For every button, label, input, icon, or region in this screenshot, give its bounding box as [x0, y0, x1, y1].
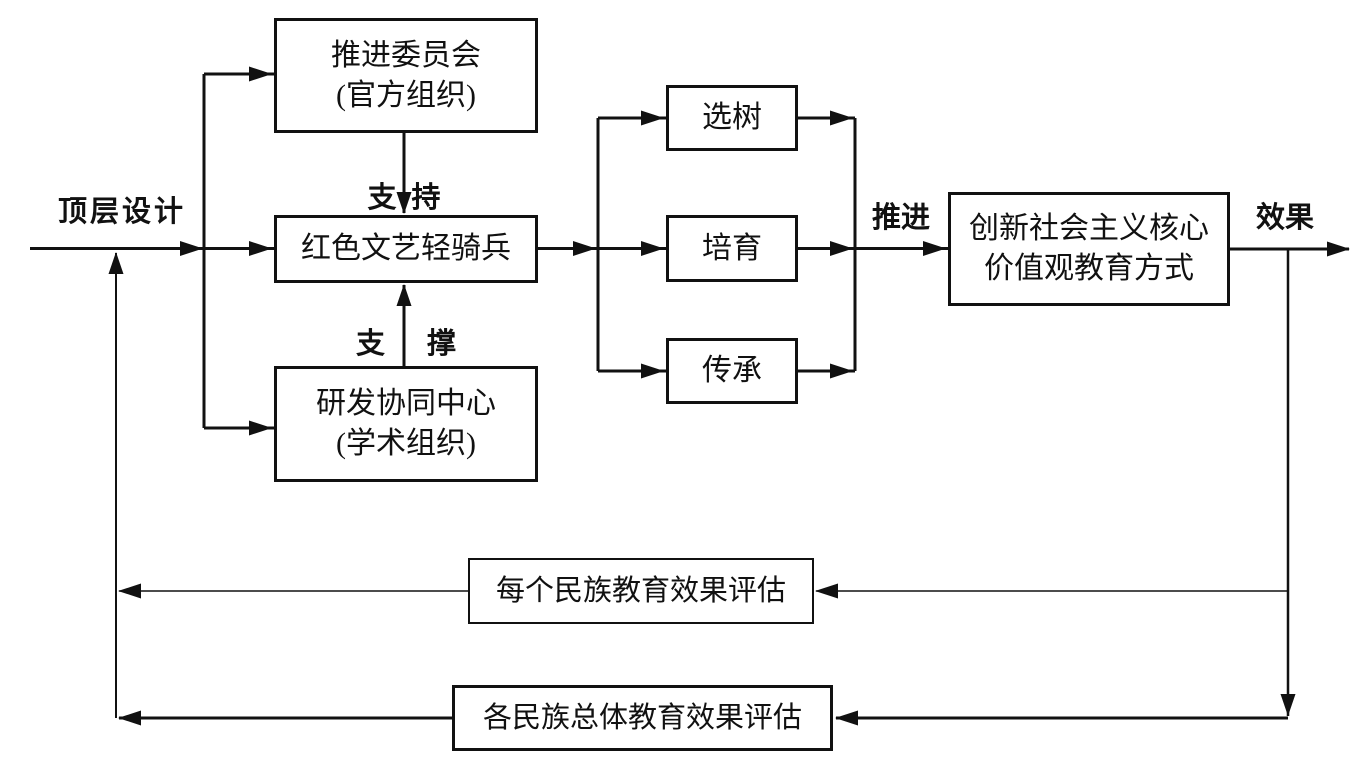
label-effect: 效果: [1255, 202, 1315, 234]
node-rnd-center: 研发协同中心 (学术组织): [274, 366, 538, 482]
label-support-char1: 支: [367, 182, 397, 214]
arrowhead-into-eval-overall: [835, 710, 858, 726]
arrowhead-input-at-branch: [180, 241, 203, 256]
node-eval-overall: 各民族总体教育效果评估: [452, 685, 833, 751]
node-innovation-education-line2: 价值观教育方式: [984, 252, 1194, 285]
arrowhead-cultivate-collector: [830, 241, 853, 256]
label-underpin-char2: 撑: [427, 328, 457, 360]
node-innovation-education: 创新社会主义核心 价值观教育方式: [948, 192, 1230, 306]
node-cultivate: 培育: [666, 215, 798, 282]
arrowhead-overall-into-return: [118, 710, 141, 726]
node-inherit-text: 传承: [702, 354, 762, 388]
node-promotion-committee-line1: 推进委员会: [331, 38, 481, 72]
arrowhead-at-splitter: [573, 241, 596, 256]
arrowhead-into-center: [249, 420, 272, 436]
node-eval-each-ethnic-text: 每个民族教育效果评估: [495, 574, 786, 607]
label-underpin: 支 撑: [356, 320, 456, 362]
node-select-tree: 选树: [666, 85, 798, 151]
label-support-char2: 持: [411, 182, 441, 214]
node-rnd-center-line1: 研发协同中心: [316, 387, 496, 421]
label-underpin-char1: 支: [355, 328, 385, 360]
node-promotion-committee: 推进委员会 (官方组织): [274, 18, 538, 133]
arrowhead-into-eval-each: [815, 583, 838, 599]
arrowhead-select-collector: [830, 110, 853, 126]
arrowhead-output-right: [1327, 241, 1350, 257]
node-inherit: 传承: [666, 338, 798, 404]
arrowhead-each-into-return: [118, 583, 141, 599]
label-promote: 推进: [871, 202, 931, 234]
node-eval-each-ethnic: 每个民族教育效果评估: [468, 558, 814, 624]
node-select-tree-text: 选树: [702, 101, 762, 135]
arrowhead-underpin-up: [396, 284, 412, 306]
arrowhead-into-committee: [249, 66, 272, 82]
node-cultivate-text: 培育: [702, 231, 762, 265]
node-innovation-education-line1: 创新社会主义核心: [969, 212, 1209, 246]
arrowhead-return-up: [108, 252, 124, 274]
node-red-art-cavalry: 红色文艺轻骑兵: [274, 215, 538, 283]
arrowhead-into-cultivate: [641, 241, 664, 256]
arrowhead-drop-down: [1280, 694, 1296, 716]
node-eval-overall-text: 各民族总体教育效果评估: [482, 701, 802, 734]
node-red-art-cavalry-text: 红色文艺轻骑兵: [301, 232, 511, 266]
arrowhead-into-select: [641, 110, 664, 126]
arrowhead-into-cavalry: [249, 241, 272, 256]
node-rnd-center-line2: (学术组织): [336, 427, 476, 460]
node-promotion-committee-line2: (官方组织): [336, 78, 476, 112]
arrowheads: [108, 66, 1350, 726]
arrowhead-support-down: [396, 192, 412, 214]
arrowhead-into-inherit: [641, 363, 664, 379]
arrowhead-inherit-collector: [830, 363, 853, 379]
label-top-design: 顶层设计: [57, 196, 187, 228]
label-support: 支 持: [367, 174, 440, 216]
arrowhead-into-innovation: [923, 241, 946, 256]
